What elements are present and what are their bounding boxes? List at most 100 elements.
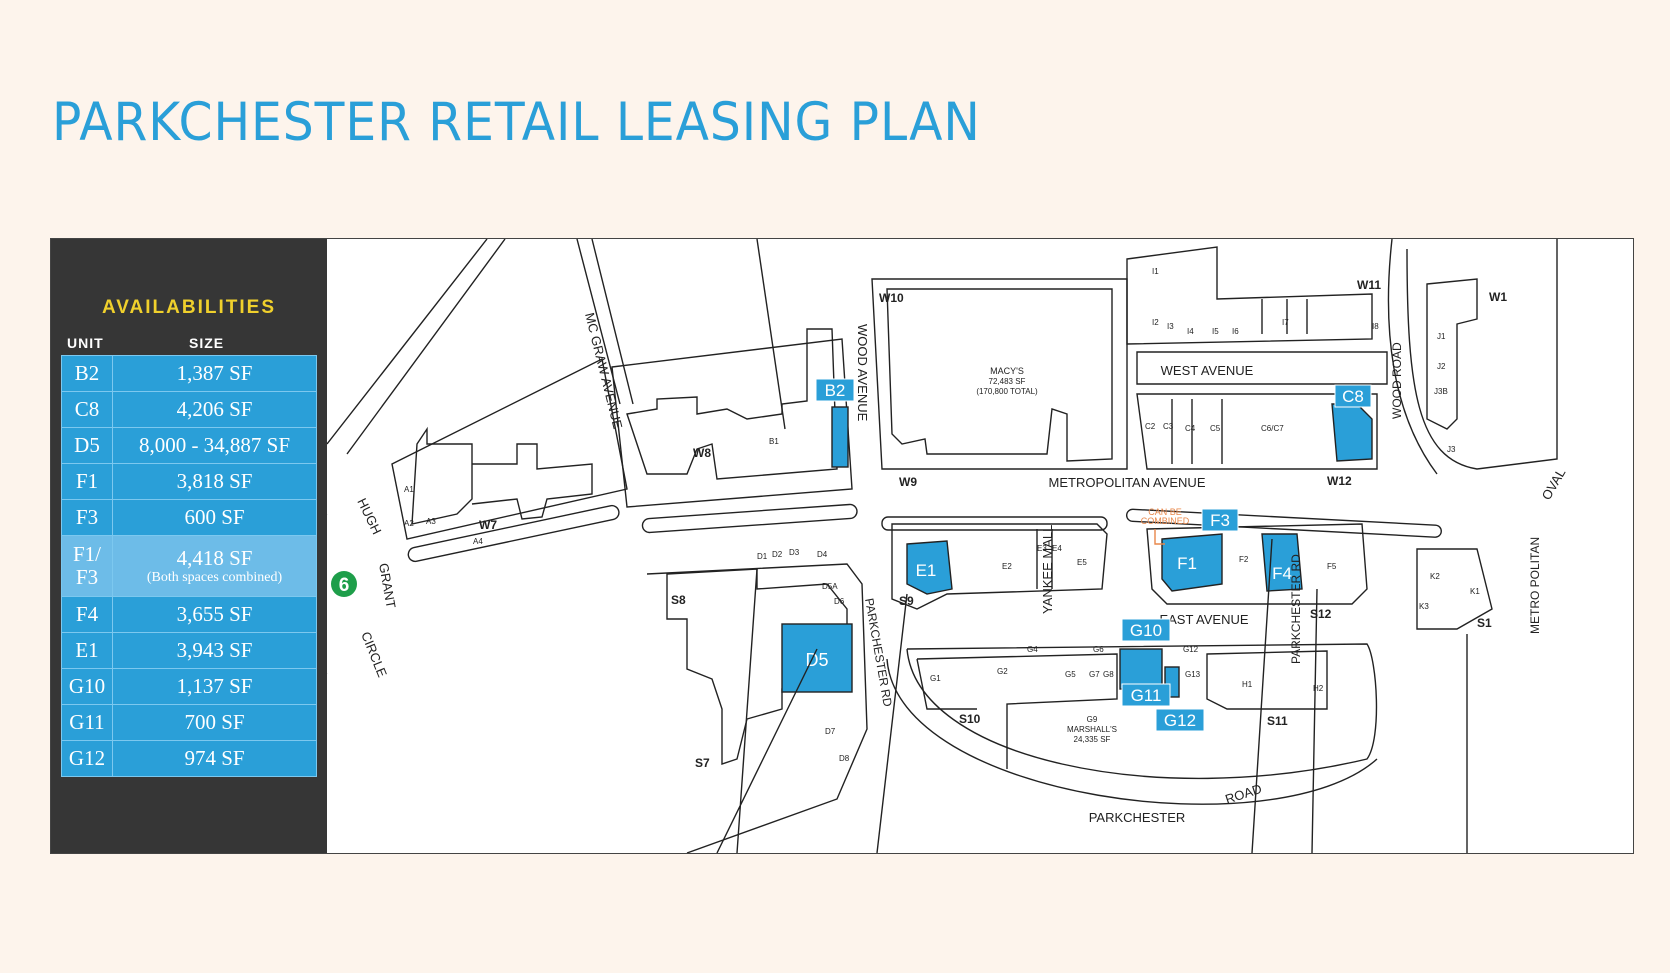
unit-d1: D1 [757,552,768,561]
entrance-w9: W9 [899,475,917,489]
block-d-lines [716,568,818,853]
unit-f1-label: F1 [1177,554,1197,573]
size-cell: 974 SF [112,740,317,777]
unit-d3: D3 [789,548,800,557]
unit-g10-tag [1121,618,1171,642]
street-parkchester-rd-right: PARKCHESTER RD [1289,554,1303,664]
unit-j2: J2 [1437,362,1446,371]
unit-cell: F4 [61,596,113,633]
unit-k3: K3 [1419,602,1429,611]
road-b-line [756,239,786,430]
street-east-avenue: EAST AVENUE [1159,612,1248,627]
street-parkchester: PARKCHESTER [1089,810,1186,825]
entrance-w8: W8 [693,446,711,460]
unit-b2-label: B2 [825,381,846,400]
unit-c8-label: C8 [1342,387,1364,406]
block-a-outline [391,357,628,540]
unit-h2: H2 [1313,684,1324,693]
street-grant: GRANT [376,562,399,609]
size-cell: 700 SF [112,704,317,741]
unit-g13: G13 [1185,670,1201,679]
unit-e5: E5 [1077,558,1087,567]
unit-f5: F5 [1327,562,1337,571]
west-avenue-road [1136,351,1388,385]
size-cell: 1,137 SF [112,668,317,705]
street-circle: CIRCLE [358,630,390,680]
block-g-outline [906,643,1378,780]
median-2 [641,503,858,534]
route-6-label: 6 [339,575,350,596]
unit-cell: G11 [61,704,113,741]
size-cell: 4,418 SF (Both spaces combined) [112,535,317,597]
unit-j3: J3 [1447,445,1456,454]
block-i [1126,246,1373,345]
entrance-s12: S12 [1310,607,1332,621]
survey-lines [876,538,1468,853]
combine-note-line-1: CAN BE [1148,507,1182,517]
size-cell: 600 SF [112,499,317,536]
route-6-badge [331,571,357,597]
macys-total: (170,800 TOTAL) [976,387,1038,396]
block-f [1146,523,1368,605]
entrance-s1: S1 [1477,616,1492,630]
block-e [891,523,1108,610]
building-j [1426,278,1478,430]
unit-e1-highlight [906,540,953,595]
unit-f1-highlight [1161,533,1223,592]
unit-d4: D4 [817,550,828,559]
page-title: PARKCHESTER RETAIL LEASING PLAN [52,92,981,153]
entrance-w7: W7 [479,518,497,532]
unit-g12-tag [1155,708,1205,732]
unit-g12-label: G12 [1164,711,1196,730]
unit-line-1: F1/ [72,542,101,566]
size-cell: 8,000 - 34,887 SF [112,427,317,464]
marshalls-sf: 24,335 SF [1074,735,1111,744]
street-yankee-mall: YANKEE MALL [1040,525,1055,614]
table-row-combined: F1/ F3 4,418 SF (Both spaces combined) [61,535,317,597]
unit-d5a: D5A [822,582,838,591]
unit-cell: C8 [61,391,113,428]
unit-cell: D5 [61,427,113,464]
building-h [1206,650,1328,710]
median-1 [407,504,620,563]
entrance-w1: W1 [1489,290,1507,304]
entrance-w10: W10 [879,291,904,305]
block-b-outline [611,338,853,508]
unit-g11-tag [1121,683,1171,707]
size-cell: 4,206 SF [112,391,317,428]
unit-c4: C4 [1185,424,1196,433]
entrance-s7: S7 [695,756,710,770]
block-j-outline [1406,239,1558,470]
entrance-w12: W12 [1327,474,1352,488]
unit-a4: A4 [473,537,483,546]
unit-e4: E4 [1052,544,1062,553]
block-c-dividers [1171,399,1223,464]
unit-k2: K2 [1430,572,1440,581]
unit-f4-label: F4 [1272,564,1292,583]
unit-e1-label: E1 [916,561,937,580]
unit-a2: A2 [404,519,414,528]
road-wood-road [1387,239,1438,475]
unit-i7: I7 [1282,318,1289,327]
entrance-w11: W11 [1357,278,1381,292]
street-hugh: HUGH [354,496,384,537]
unit-h1: H1 [1242,680,1253,689]
marshalls-code: G9 [1087,715,1098,724]
unit-g10-label: G10 [1130,621,1162,640]
unit-i5: I5 [1212,327,1219,336]
size-cell: 1,387 SF [112,355,317,392]
unit-a1: A1 [404,485,414,494]
combined-note: (Both spaces combined) [146,569,283,585]
unit-g7: G7 [1089,670,1100,679]
unit-a3: A3 [426,517,436,526]
unit-cell: F3 [61,499,113,536]
unit-g1: G1 [930,674,941,683]
block-k [1416,548,1493,630]
unit-c5: C5 [1210,424,1221,433]
size-cell: 3,943 SF [112,632,317,669]
